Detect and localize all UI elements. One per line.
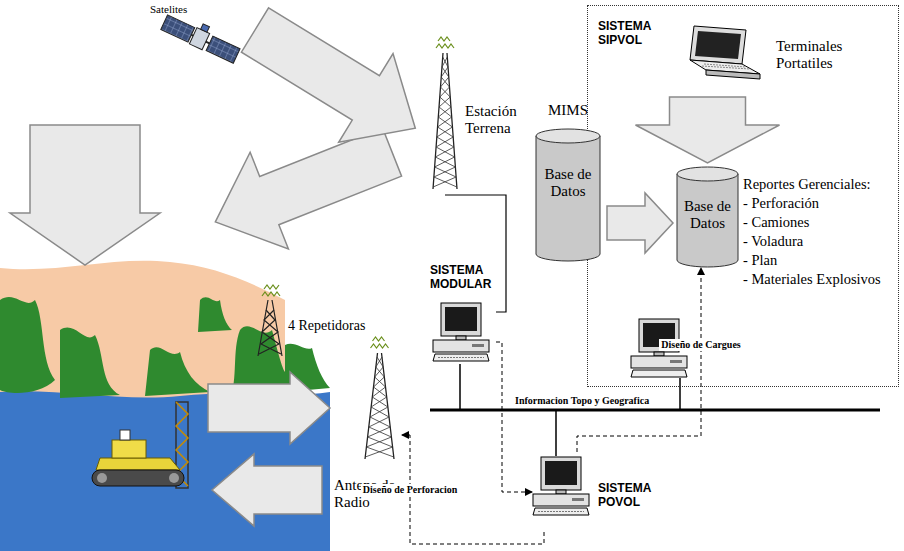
node-title: Base de Datos xyxy=(678,198,737,233)
node-icon xyxy=(432,302,490,366)
repeater-tower xyxy=(258,285,282,356)
node-title: SISTEMA MODULAR xyxy=(430,264,494,292)
node-icon xyxy=(676,24,766,90)
node-text: Base de Datos xyxy=(538,166,598,201)
node-icon xyxy=(362,335,397,464)
label: Reportes Gerenciales: xyxy=(743,176,871,193)
vegetation xyxy=(0,297,330,398)
signal-arrow xyxy=(10,0,442,526)
label: - Camiones xyxy=(743,214,809,231)
connector xyxy=(445,195,506,312)
edge-label: Diseño de Perforacion xyxy=(361,484,459,496)
node-title: SISTEMA POVOL xyxy=(598,482,660,510)
network-bus xyxy=(430,364,880,456)
computer-node: SISTEMA MODULAR xyxy=(426,262,496,364)
node-title: Estación Terrena xyxy=(465,103,537,138)
terminal-node: Terminales Portatiles xyxy=(676,24,891,94)
label: - Voladura xyxy=(743,233,803,250)
label: - Plan xyxy=(743,252,777,269)
node-title: SISTEMA SIPVOL xyxy=(598,20,660,48)
label: 4 Repetidoras xyxy=(288,318,365,334)
mountain xyxy=(0,261,285,400)
edge-label: Diseño de Cargues xyxy=(659,339,742,351)
dashed-connector xyxy=(577,268,701,452)
database-cylinder: MIMS Base de Datos xyxy=(535,100,604,262)
node-title: MIMS xyxy=(535,102,601,119)
label: Informacion Topo y Geografica xyxy=(515,395,649,407)
dashed-connector xyxy=(496,342,532,492)
label: - Perforación xyxy=(743,195,819,212)
earth-station: Estación Terrena xyxy=(425,35,540,195)
database-cylinder: Base de Datos xyxy=(676,166,739,268)
block-arrow xyxy=(636,97,780,163)
computer-node: SISTEMA POVOL xyxy=(532,452,692,532)
block-arrow xyxy=(607,193,673,253)
node-icon xyxy=(532,456,590,520)
satellite xyxy=(160,9,243,65)
label: Satelites xyxy=(150,3,187,16)
drill-rig xyxy=(92,402,188,488)
label: - Materiales Explosivos xyxy=(743,271,881,288)
node-icon xyxy=(430,35,460,194)
node-title: Terminales Portatiles xyxy=(776,38,864,73)
